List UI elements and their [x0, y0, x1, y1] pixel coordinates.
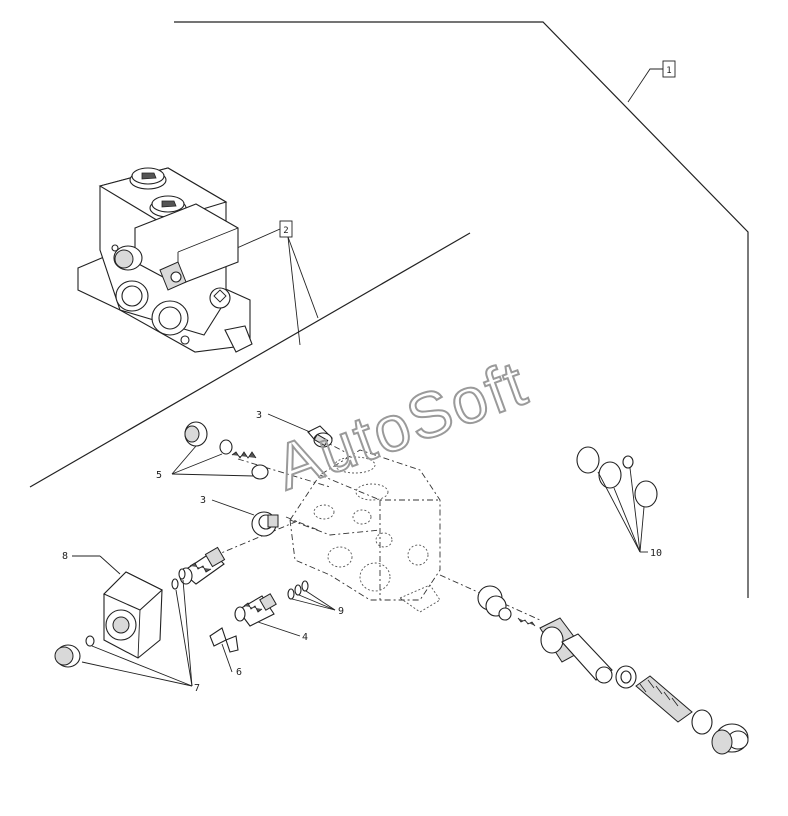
part-7-nut-group: 7 — [54, 568, 200, 694]
part-5-plug-group: 5 — [156, 421, 269, 481]
callout-box-2-label: 2 — [283, 226, 288, 236]
callout-box-2: 2 — [236, 220, 319, 346]
spool-assembly — [477, 585, 749, 755]
part-10-seal-kit: 10 — [576, 446, 662, 559]
exploded-valve-body — [289, 449, 441, 613]
assembly-frame-lines — [29, 21, 749, 598]
watermark: AutoSoft — [265, 345, 537, 504]
part-9-orings: 9 — [287, 580, 344, 617]
part-4-switch: 4 — [234, 593, 308, 643]
callout-3-plug: 3 — [200, 495, 206, 506]
callout-10: 10 — [650, 548, 662, 559]
callout-box-1-label: 1 — [666, 66, 671, 76]
callout-box-1: 1 — [627, 60, 676, 103]
valve-section-assembly — [77, 167, 253, 353]
callout-6: 6 — [236, 667, 242, 678]
watermark-text: AutoSoft — [266, 346, 536, 503]
cartridge-valve — [179, 546, 226, 585]
part-3-fitting-top: 3 — [256, 410, 333, 448]
part-8-solenoid-coil: 8 — [62, 551, 163, 659]
callout-3-top: 3 — [256, 410, 262, 421]
callout-7: 7 — [194, 683, 200, 694]
callout-9: 9 — [338, 606, 344, 617]
part-6-clip: 6 — [209, 627, 242, 678]
callout-5: 5 — [156, 470, 162, 481]
callout-4: 4 — [302, 632, 308, 643]
part-3-plug: 3 — [200, 495, 279, 537]
callout-8: 8 — [62, 551, 68, 562]
